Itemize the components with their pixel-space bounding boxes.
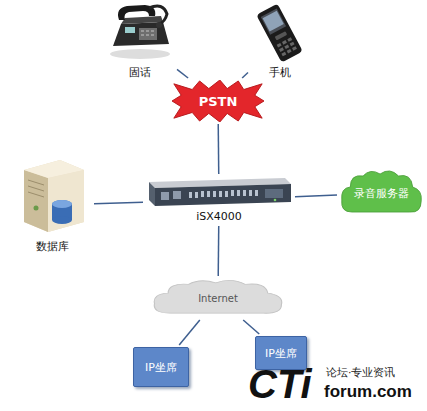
watermark: CTi 论坛·专业资讯 forum.com bbox=[248, 362, 424, 408]
deskphone-icon bbox=[105, 2, 175, 62]
server-node: 数据库 bbox=[12, 156, 92, 254]
node-label: 手机 bbox=[269, 66, 291, 80]
cloud-label: 录音服务器 bbox=[354, 186, 409, 201]
watermark-text: 论坛·专业资讯 bbox=[326, 366, 396, 380]
node-label: iSX4000 bbox=[196, 210, 242, 224]
node-outline bbox=[250, 4, 310, 64]
connector-line bbox=[217, 226, 219, 276]
cloud-shape: Internet bbox=[150, 278, 286, 318]
connector bbox=[242, 72, 248, 78]
box-label: IP坐席 bbox=[265, 346, 297, 361]
connector-line bbox=[179, 320, 200, 345]
mobile-icon bbox=[250, 4, 310, 64]
connector-line bbox=[177, 69, 188, 78]
connector-line bbox=[217, 124, 219, 174]
mobile-node: 手机 bbox=[250, 4, 310, 80]
watermark-text: CTi bbox=[248, 362, 312, 406]
connector-line bbox=[94, 202, 143, 203]
node-outline bbox=[145, 176, 293, 208]
connector bbox=[295, 195, 337, 197]
connector-line bbox=[242, 72, 248, 78]
cloud-label: Internet bbox=[198, 293, 238, 304]
server-icon bbox=[12, 156, 92, 236]
node-label: 数据库 bbox=[36, 240, 69, 254]
box-label: IP坐席 bbox=[145, 360, 177, 375]
node-label: 固话 bbox=[129, 66, 151, 80]
connector-line bbox=[243, 320, 259, 334]
network-burst: PSTN bbox=[172, 80, 264, 122]
connector bbox=[179, 320, 200, 345]
device-icon bbox=[145, 176, 293, 208]
cloud-shape: 录音服务器 bbox=[339, 168, 424, 218]
connector bbox=[218, 124, 220, 174]
node-outline bbox=[105, 2, 175, 62]
agent-box: IP坐席 bbox=[133, 347, 189, 387]
device-node: iSX4000 bbox=[145, 176, 293, 224]
deskphone-node: 固话 bbox=[105, 2, 175, 80]
connector bbox=[243, 320, 259, 334]
connector bbox=[218, 226, 220, 276]
watermark-text: forum.com bbox=[324, 382, 412, 402]
node-outline bbox=[12, 156, 92, 236]
connector bbox=[94, 202, 143, 203]
burst-label: PSTN bbox=[199, 94, 238, 109]
connector-line bbox=[295, 195, 337, 197]
connector bbox=[177, 69, 188, 78]
